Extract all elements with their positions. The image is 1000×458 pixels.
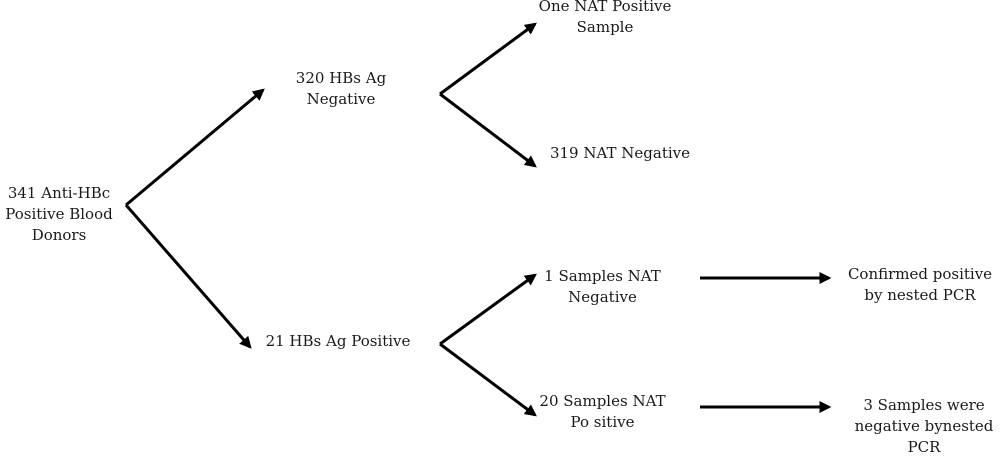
node-text-line: 21 HBs Ag Positive	[265, 332, 411, 350]
node-hbsag-positive: 21 HBs Ag Positive	[248, 331, 428, 352]
node-text-line: Confirmed positive	[847, 265, 993, 283]
node-text-line: Sample	[576, 18, 634, 36]
node-text-line: 1 Samples NAT	[544, 267, 661, 285]
node-text-line: 319 NAT Negative	[549, 144, 691, 162]
arrow-hbsag-negative-to-nat-negative	[439, 92, 537, 168]
node-text-line: Negative	[306, 90, 376, 108]
arrow-hbsag-negative-to-nat-positive	[439, 22, 537, 96]
arrow-root-to-hbsag-positive	[124, 204, 252, 349]
node-text-line: by nested PCR	[864, 286, 976, 304]
node-text-line: Po sitive	[570, 413, 635, 431]
node-text-line: One NAT Positive	[538, 0, 672, 15]
node-hbsag-negative: 320 HBs Ag Negative	[268, 68, 414, 110]
node-confirmed-positive: Confirmed positive by nested PCR	[840, 264, 1000, 306]
arrow-hbsag-positive-to-samples-nat-positive	[439, 342, 537, 417]
node-text-line: Donors	[31, 226, 87, 244]
node-negative-by-nested-pcr: 3 Samples were negative bynested PCR	[848, 395, 1000, 458]
node-nat-positive-sample: One NAT Positive Sample	[520, 0, 690, 38]
node-text-line: 3 Samples were	[863, 396, 985, 414]
node-text-line: 341 Anti-HBc	[7, 184, 111, 202]
arrow-hbsag-positive-to-samples-nat-negative	[439, 273, 537, 346]
node-anti-hbc-donors: 341 Anti-HBc Positive Blood Donors	[0, 183, 118, 246]
node-text-line: negative bynested	[854, 417, 994, 435]
node-nat-negative-319: 319 NAT Negative	[535, 143, 705, 164]
node-text-line: 20 Samples NAT	[539, 392, 666, 410]
node-text-line: Positive Blood	[5, 205, 113, 223]
node-text-line: Negative	[568, 288, 637, 306]
node-samples-nat-negative: 1 Samples NAT Negative	[535, 266, 670, 308]
arrow-root-to-hbsag-negative	[125, 88, 265, 207]
node-text-line: 320 HBs Ag	[295, 69, 387, 87]
node-text-line: PCR	[907, 438, 941, 456]
node-samples-nat-positive: 20 Samples NAT Po sitive	[535, 391, 670, 433]
